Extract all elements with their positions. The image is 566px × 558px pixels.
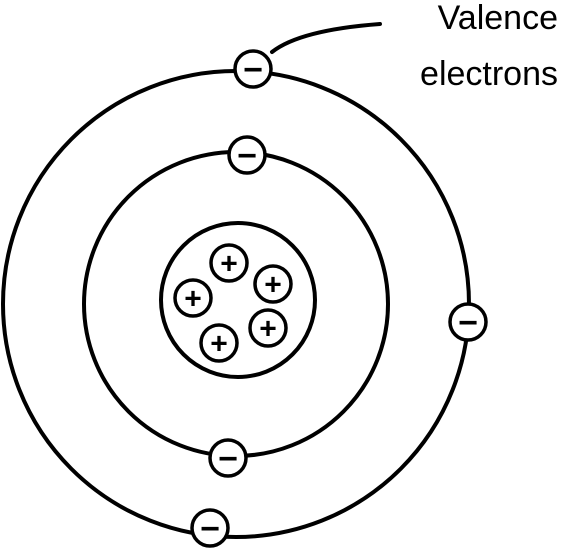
proton-1-symbol: +: [220, 248, 238, 281]
inner-electron-1-circle: [227, 135, 267, 175]
valence-electron-1-symbol: −: [243, 51, 263, 89]
proton-5-symbol: +: [210, 328, 228, 361]
proton-2-symbol: +: [264, 269, 282, 302]
inner-electron-2-symbol: −: [218, 440, 238, 478]
proton-4-circle: [248, 308, 288, 348]
proton-3-symbol: +: [184, 283, 202, 316]
proton-4: +: [248, 308, 288, 348]
valence-electron-1: −: [233, 49, 273, 89]
proton-5-circle: [199, 323, 239, 363]
valence-electron-2-circle: [448, 302, 488, 342]
proton-5: +: [199, 323, 239, 363]
valence-electron-1-circle: [233, 49, 273, 89]
valence-label-line-1: Valence: [437, 0, 558, 37]
inner-electron-1-symbol: −: [237, 137, 257, 175]
label-leader-line: [270, 22, 382, 54]
inner-shell-ring: [82, 150, 390, 458]
valence-electron-2: −: [448, 302, 488, 342]
particles-group: −−−−−+++++: [173, 49, 488, 548]
valence-electron-2-symbol: −: [458, 304, 478, 342]
valence-electron-3: −: [190, 508, 230, 548]
proton-1: +: [209, 243, 249, 283]
nucleus: [159, 221, 317, 379]
proton-4-symbol: +: [259, 313, 277, 346]
proton-2-circle: [253, 264, 293, 304]
valence-electron-3-circle: [190, 508, 230, 548]
proton-2: +: [253, 264, 293, 304]
valence-label-line-2: electrons: [420, 55, 558, 93]
valence-electron-3-symbol: −: [200, 510, 220, 548]
proton-3: +: [173, 278, 213, 318]
inner-electron-2: −: [208, 438, 248, 478]
inner-electron-2-circle: [208, 438, 248, 478]
inner-electron-1: −: [227, 135, 267, 175]
proton-3-circle: [173, 278, 213, 318]
proton-1-circle: [209, 243, 249, 283]
